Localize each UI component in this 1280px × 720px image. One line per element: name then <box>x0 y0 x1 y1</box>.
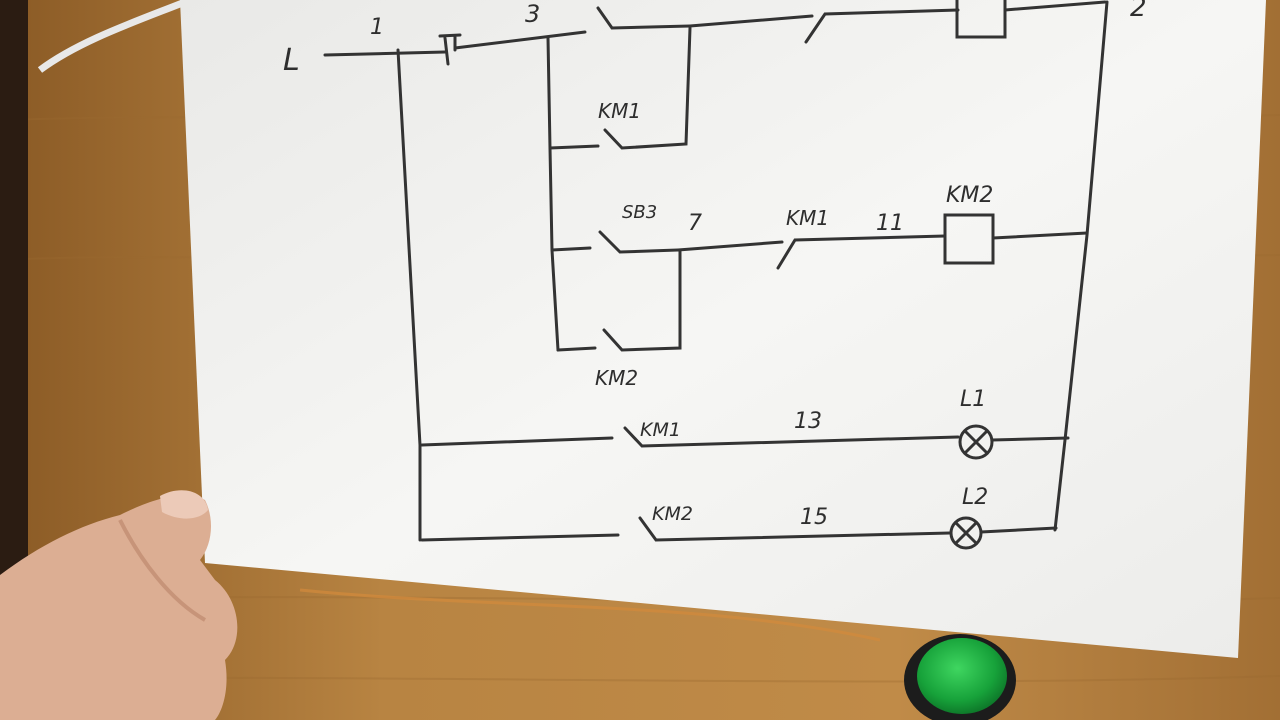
green-push-button <box>904 634 1016 720</box>
km1-interlock-contact <box>776 234 947 270</box>
label-km2-hold: KM2 <box>595 366 638 390</box>
label-node-13: 13 <box>794 409 822 434</box>
label-node-2: 2 <box>1130 0 1147 23</box>
label-km1-lamp-contact: KM1 <box>640 419 681 441</box>
l2-row-left <box>420 533 620 542</box>
km1-hold-contact <box>603 26 692 150</box>
label-lamp-l2: L2 <box>962 485 988 510</box>
km2-hold-contact <box>602 248 682 352</box>
label-line-l: L <box>283 43 300 78</box>
km2-lamp-contact <box>638 516 952 542</box>
top-line-to-3 <box>453 30 587 50</box>
node3-branch <box>546 36 560 352</box>
right-rail <box>1053 0 1109 532</box>
orange-wire <box>299 588 881 642</box>
main-line-top <box>323 50 447 57</box>
l1-to-rail <box>990 436 1070 442</box>
km2-hold-wire <box>556 346 597 352</box>
label-node-7: 7 <box>688 211 702 236</box>
label-lamp-l1: L1 <box>960 387 986 412</box>
sb3-row-wire <box>550 246 592 252</box>
lamp-l2-cross <box>954 521 978 545</box>
km1-hold-branch <box>548 144 600 150</box>
lamp-l1 <box>958 424 994 460</box>
white-cable <box>37 0 192 73</box>
start-contact-top <box>596 6 692 30</box>
label-km2-coil: KM2 <box>946 183 993 208</box>
sb3-contact <box>598 230 680 254</box>
lamp-l1-cross <box>963 429 989 455</box>
label-km2-lamp-contact: KM2 <box>652 503 693 525</box>
label-node-15: 15 <box>800 505 828 530</box>
button-cap <box>917 638 1007 714</box>
coil-km1 <box>955 0 1007 39</box>
km1-lamp-contact <box>623 426 960 448</box>
dark-left-edge <box>0 0 28 600</box>
label-node-11: 11 <box>876 211 904 236</box>
top-line-segment <box>688 14 814 28</box>
thumbnail <box>160 490 208 519</box>
l2-to-rail <box>979 526 1058 534</box>
label-km1-interlock: KM1 <box>786 206 829 230</box>
label-sb3: SB3 <box>622 202 657 223</box>
paper-sheet <box>180 0 1266 658</box>
label-node-1: 1 <box>370 15 384 40</box>
circuit-diagram <box>323 0 1109 550</box>
row-7-wire <box>676 240 784 252</box>
diagram-labels: L 1 3 2 KM1 SB3 7 KM1 11 KM2 KM2 KM1 13 … <box>283 0 1147 530</box>
km2-coil-to-rail <box>991 231 1089 240</box>
l1-row-left <box>420 436 614 447</box>
hand-palm <box>0 495 238 720</box>
hand-finger-shadow <box>118 519 206 622</box>
hand <box>0 490 238 720</box>
label-km1-hold: KM1 <box>598 99 641 123</box>
nc-contact-top <box>804 8 960 44</box>
left-rail <box>396 48 422 542</box>
top-line-to-2 <box>1003 0 1107 12</box>
label-node-3: 3 <box>525 0 540 28</box>
